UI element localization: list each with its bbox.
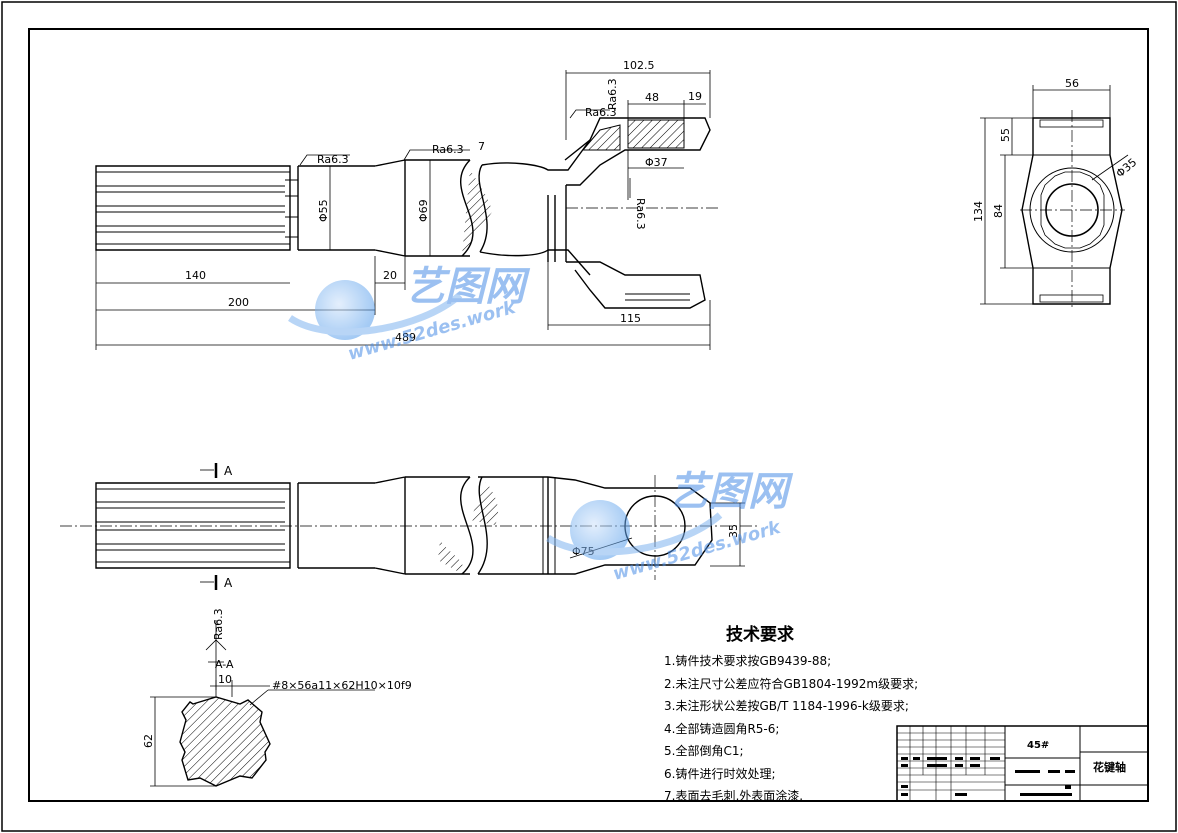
section-mark-a-top: A [224,464,233,478]
dim-115: 115 [620,312,641,325]
dim-56: 56 [1065,77,1079,90]
top-view [95,117,720,309]
title-block: 45# 花键轴 [896,725,1149,802]
dim-134: 134 [972,201,985,222]
dim-62: 62 [142,734,155,748]
mark-7: 7 [478,140,485,153]
roughness-4: Ra6.3 [606,78,619,110]
tech-requirement-item: 2.未注尺寸公差应符合GB1804-1992m级要求; [664,676,919,691]
tech-requirement-item: 7.表面去毛刺,外表面涂漆. [664,789,804,803]
section-label: A-A [215,658,234,671]
tech-requirement-item: 1.铸件技术要求按GB9439-88; [664,654,832,668]
side-view-labels: 56 134 84 55 Φ35 [972,77,1139,222]
tech-requirement-item: 3.未注形状公差按GB/T 1184-1996-k级要求; [664,699,909,713]
spline-spec: #8×56a11×62H10×10f9 [272,679,412,692]
dia-55: Φ55 [317,199,330,222]
inner-frame [28,28,1149,802]
top-view-labels: 489 200 140 20 115 102.5 48 19 Φ37 Φ55 Φ… [185,59,702,344]
roughness-1: Ra6.3 [317,153,349,166]
title-part-name: 花键轴 [1093,760,1126,774]
tech-requirement-item: 5.全部倒角C1; [664,744,744,758]
section-a-a [150,620,375,787]
side-view [1020,110,1125,310]
tech-requirements-title: 技术要求 [726,625,794,645]
dia-35: Φ35 [1114,156,1140,181]
top-view-dimensions [95,70,711,350]
roughness-5: Ra6.3 [634,198,647,230]
roughness-2: Ra6.3 [432,143,464,156]
dim-48: 48 [645,91,659,104]
watermark-brand-1: 艺图网 [405,264,531,310]
watermark-brand-2: 艺图网 [668,469,794,515]
tech-requirement-item: 4.全部铸造圆角R5-6; [664,721,780,736]
dim-19: 19 [688,90,702,103]
dim-140: 140 [185,269,206,282]
title-material: 45# [1027,740,1049,751]
dim-489: 489 [395,331,416,344]
dim-84: 84 [992,204,1005,218]
section-labels: A-A Ra6.3 #8×56a11×62H10×10f9 10 62 [142,608,412,748]
dia-69: Φ69 [417,199,430,222]
dim-10: 10 [218,673,232,686]
section-mark-a-bottom: A [224,576,233,590]
dim-200: 200 [228,296,249,309]
tech-requirements-list: 1.铸件技术要求按GB9439-88; 2.未注尺寸公差应符合GB1804-19… [664,650,918,808]
tech-requirement-item: 6.铸件进行时效处理; [664,766,776,781]
section-roughness: Ra6.3 [212,608,225,640]
dim-102-5: 102.5 [623,59,655,72]
dim-35: 35 [727,524,740,538]
watermark-2: 艺图网 www.52des.work [546,469,794,585]
dim-55: 55 [999,128,1012,142]
roughness-3: Ra6.3 [585,106,617,119]
dim-20: 20 [383,269,397,282]
dim-bore: Φ37 [645,156,668,169]
watermark-1: 艺图网 www.52des.work [288,264,531,365]
side-view-dimensions [980,85,1129,305]
